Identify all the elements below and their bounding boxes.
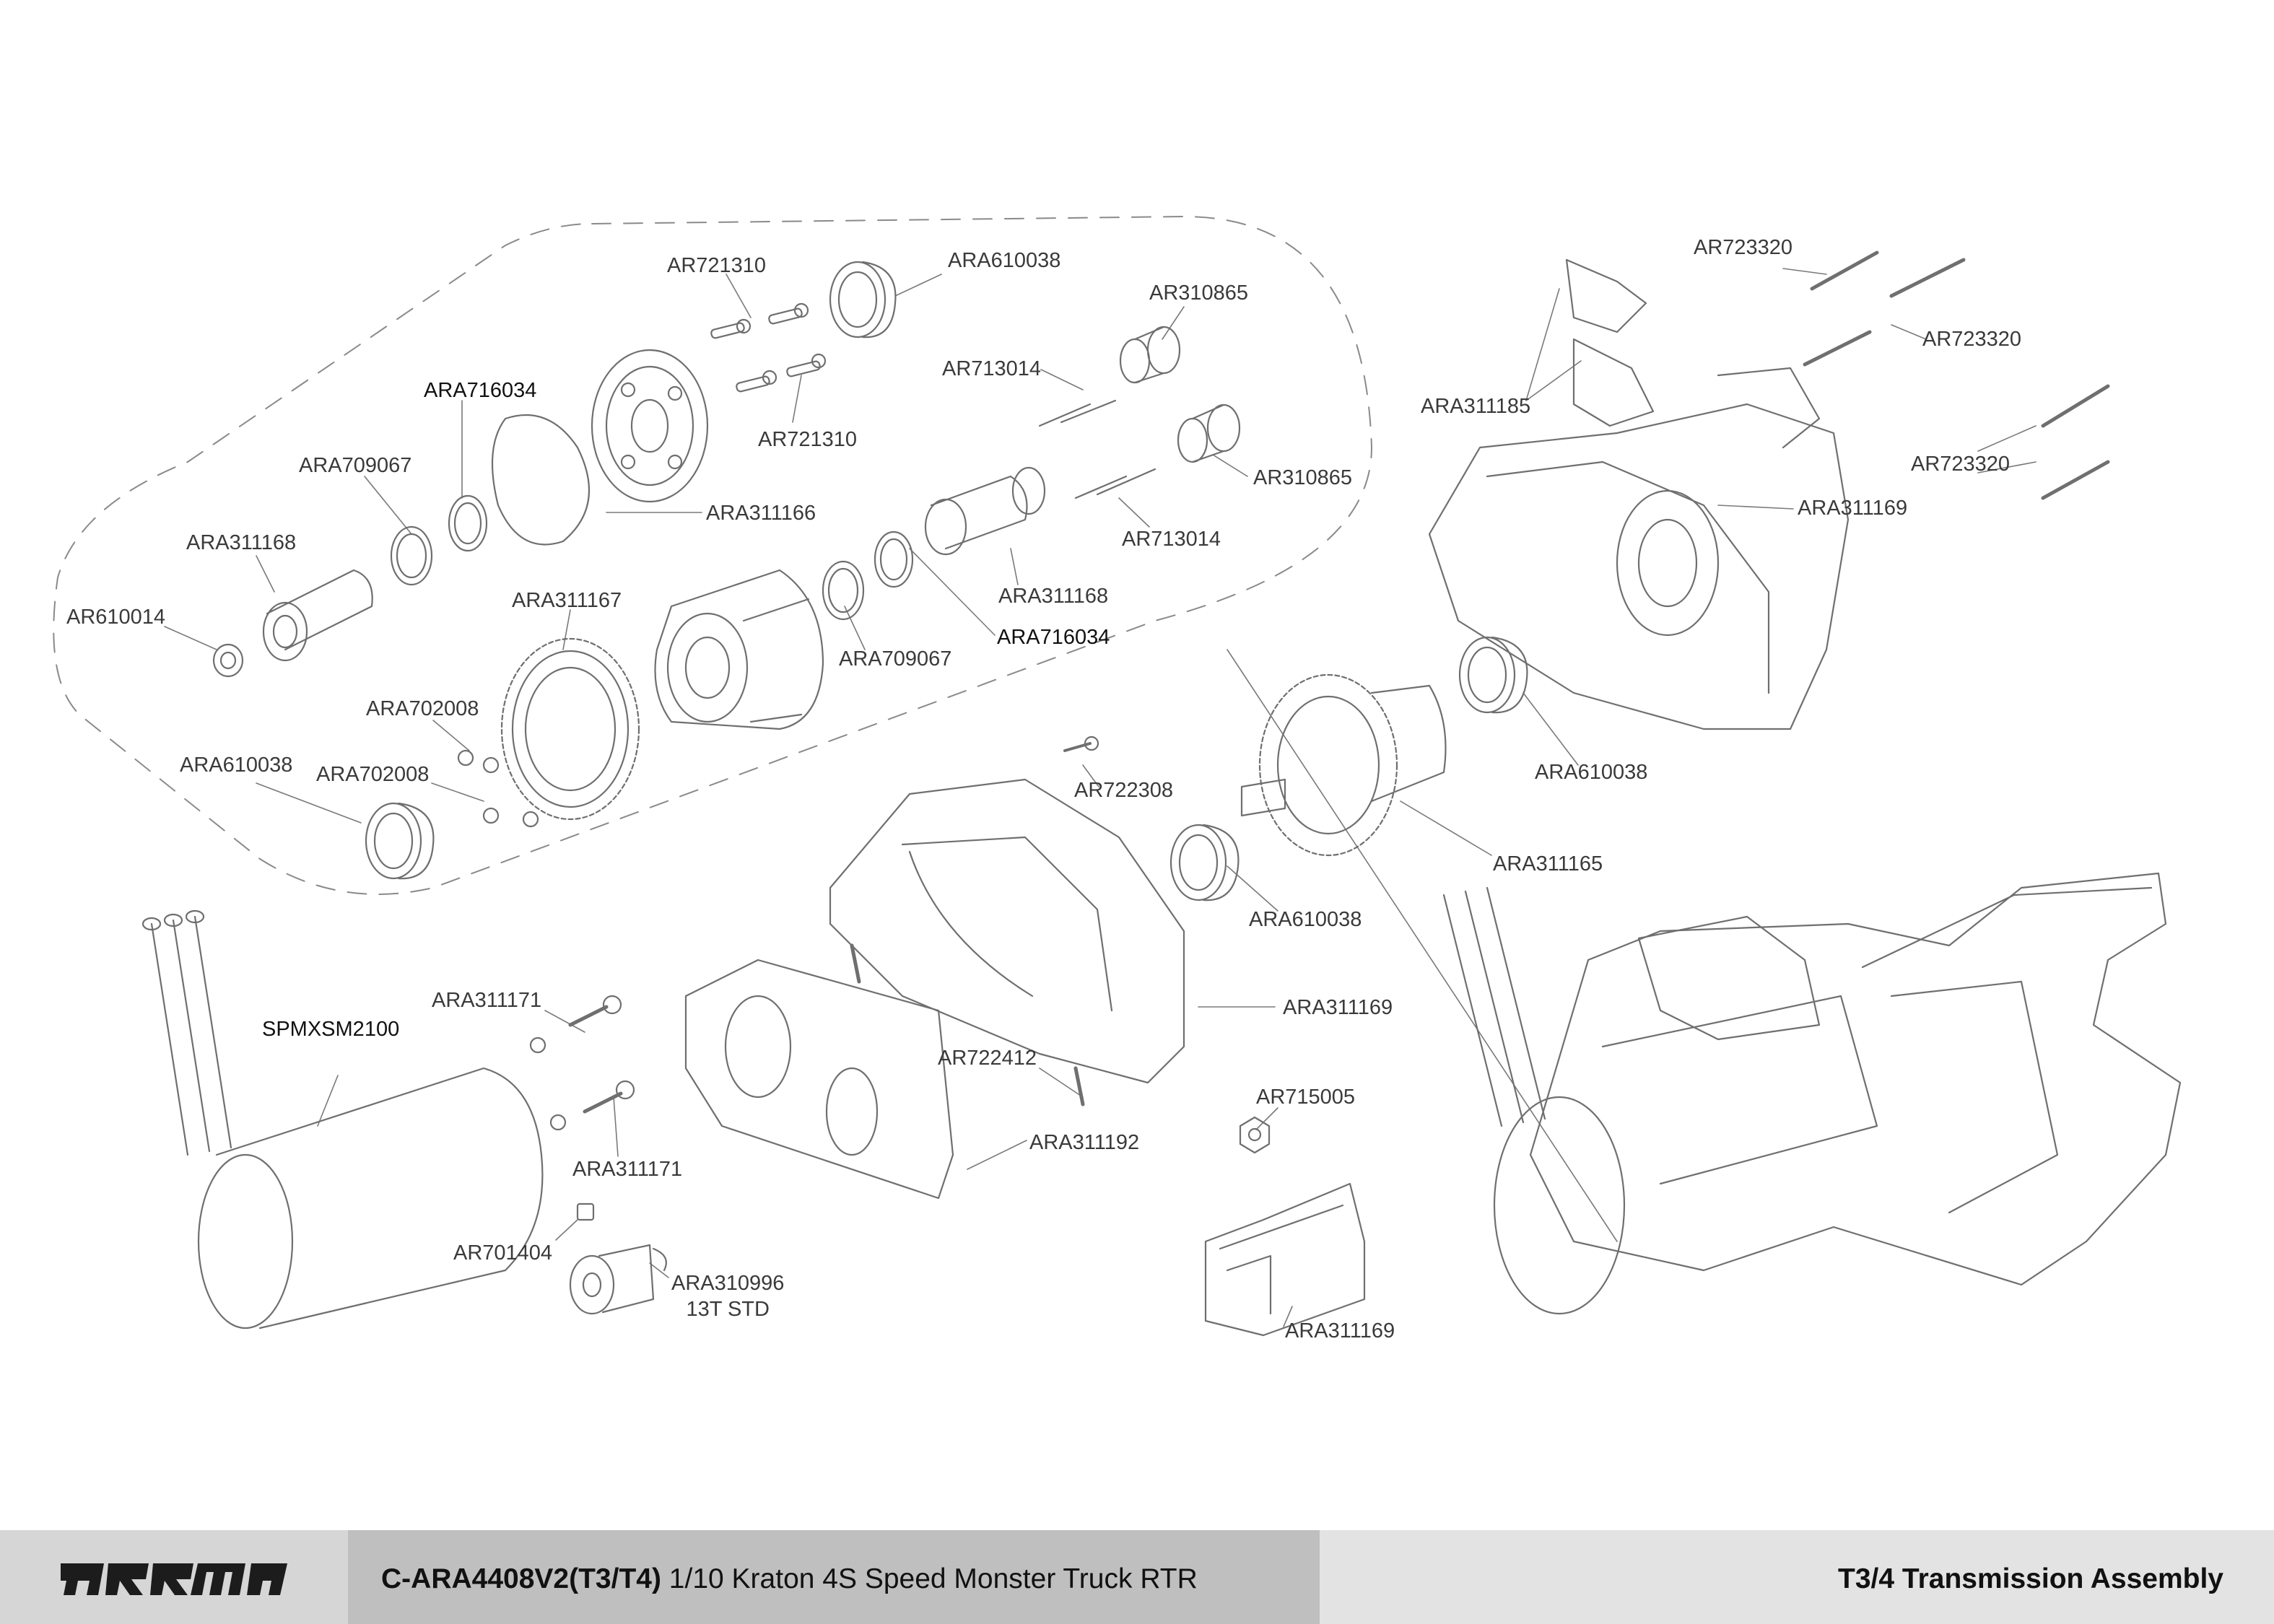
callout-ara702008-a: ARA702008: [366, 697, 479, 720]
callout-ara311169-a: ARA311169: [1798, 497, 1908, 520]
callout-ar723320-a: AR723320: [1694, 236, 1793, 259]
callout-ara311168-a: ARA311168: [186, 531, 297, 554]
callout-ara311192: ARA311192: [1029, 1131, 1140, 1154]
callout-ar722412: AR722412: [938, 1047, 1037, 1070]
callout-ara310996-note: 13T STD: [686, 1298, 770, 1321]
arrma-logo: [61, 1563, 287, 1595]
pin-ar721310-parts: [710, 302, 827, 393]
callout-ar713014-b: AR713014: [1122, 528, 1221, 551]
washer-ara709067: [390, 525, 865, 621]
callout-ara311165: ARA311165: [1493, 852, 1603, 876]
callout-ar723320-b: AR723320: [1922, 328, 2022, 351]
pin-ar713014: [1038, 399, 1156, 499]
seal-ara610038-center: [1169, 824, 1240, 902]
assembled-transmission: [1442, 872, 2182, 1315]
mount-ara311185: [1565, 258, 1655, 427]
model-name: 1/10 Kraton 4S Speed Monster Truck RTR: [668, 1563, 1198, 1594]
footer-model: C-ARA4408V2(T3/T4) 1/10 Kraton 4S Speed …: [381, 1563, 1198, 1595]
callout-ara702008-b: ARA702008: [316, 763, 430, 786]
callout-ara709067-b: ARA709067: [839, 647, 952, 671]
callout-ara311171-b: ARA311171: [572, 1158, 683, 1181]
callout-ar701404: AR701404: [453, 1241, 553, 1265]
callout-ar722308: AR722308: [1074, 779, 1174, 802]
gear-ar310865: [1119, 326, 1241, 463]
screw-ar722412: [850, 943, 1085, 1106]
callout-ara311166: ARA311166: [706, 502, 816, 525]
screw-ara311171: [529, 995, 635, 1131]
footer-bar: C-ARA4408V2(T3/T4) 1/10 Kraton 4S Speed …: [0, 1530, 2274, 1624]
set-screw-ar701404: [576, 1202, 595, 1221]
seal-ara610038-top: [829, 261, 897, 339]
pinion-ara310996: [569, 1244, 667, 1315]
gasket-ara716034: [448, 414, 914, 588]
seal-ara610038-right: [1458, 636, 1528, 714]
diff-case-ara311166: [591, 349, 709, 503]
callout-ara311169-c: ARA311169: [1285, 1319, 1395, 1343]
differential-group-boundary: [53, 216, 1372, 895]
cooling-shroud-ara311169: [1204, 1182, 1366, 1337]
diff-assembly-ara311165: [1240, 673, 1447, 857]
nut-ar715005: [1239, 1116, 1271, 1154]
callout-spmxsm2100: SPMXSM2100: [262, 1018, 400, 1041]
screw-ar722308: [1063, 735, 1099, 752]
callout-ara311168-b: ARA311168: [998, 585, 1109, 608]
callout-ara311167: ARA311167: [512, 589, 622, 612]
callout-ara709067-a: ARA709067: [299, 454, 412, 477]
callout-ara311185: ARA311185: [1421, 395, 1531, 418]
motor-spmxsm2100: [141, 909, 544, 1330]
footer-model-panel: [348, 1530, 1320, 1624]
callout-ar721310-b: AR721310: [758, 428, 858, 451]
callout-ar310865-b: AR310865: [1253, 466, 1353, 489]
callout-ar723320-c: AR723320: [1911, 453, 2011, 476]
callout-ara610038-d: ARA610038: [1249, 908, 1362, 931]
callout-ara610038-a: ARA610038: [948, 249, 1061, 272]
diff-housing-ara311166: [654, 569, 824, 730]
seal-ara610038-left: [365, 802, 435, 880]
bearing-ar610014: [212, 643, 244, 678]
footer-section-panel: [1320, 1530, 2274, 1624]
leader-lines: [164, 268, 2036, 1327]
callout-ar310865-a: AR310865: [1149, 281, 1249, 305]
callout-ara310996-label: ARA310996: [671, 1272, 785, 1295]
callout-ar715005: AR715005: [1256, 1086, 1356, 1109]
screw-ara702008: [457, 749, 539, 828]
callout-ara310996: ARA310996 13T STD: [671, 1270, 784, 1322]
gear-cover-ara311169-middle: [829, 778, 1185, 1084]
model-code: C-ARA4408V2(T3/T4): [381, 1563, 661, 1594]
callout-ara311169-b: ARA311169: [1283, 996, 1393, 1019]
section-title: T3/4 Transmission Assembly: [1838, 1563, 2223, 1594]
spur-gear-ara311167: [500, 637, 640, 821]
parts-illustration: [53, 216, 2182, 1337]
callout-ara610038-b: ARA610038: [180, 754, 293, 777]
callout-ar610014: AR610014: [66, 606, 166, 629]
screw-ar723320: [1803, 250, 2110, 500]
callout-ar713014-a: AR713014: [942, 357, 1042, 380]
callout-ara311171-a: ARA311171: [432, 989, 542, 1012]
callout-ara610038-c: ARA610038: [1535, 761, 1648, 784]
callout-ara716034-a: ARA716034: [424, 379, 537, 402]
pinion-shaft-ara311168: [262, 466, 1046, 662]
motor-plate-ara311192: [684, 959, 954, 1200]
callout-ar721310-a: AR721310: [667, 254, 767, 277]
gearbox-ara311169-top: [1428, 367, 1850, 730]
callout-ara716034-b: ARA716034: [997, 626, 1110, 649]
